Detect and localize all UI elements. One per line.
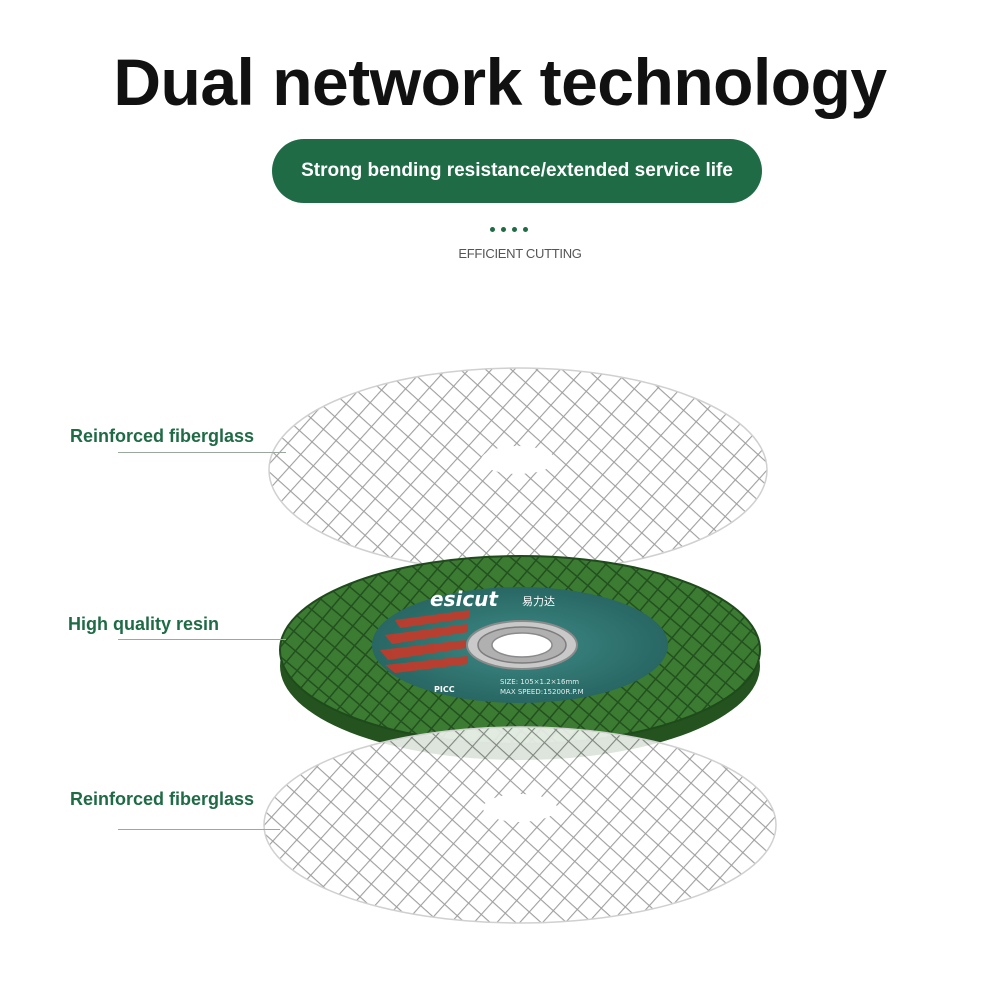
label-resin: High quality resin [68,614,220,634]
resin-disc-layer: esicut 易力达 SIZE: 105×1.2×16mm MAX SPEED:… [279,555,761,760]
label-bottom-fiberglass: Reinforced fiberglass [70,789,255,809]
dot [512,227,517,232]
label-top-fiberglass: Reinforced fiberglass [70,426,255,446]
bottom-fiberglass-layer [263,726,777,924]
leader-line-bottom [118,829,280,830]
center-hole [491,632,553,658]
feature-banner: Strong bending resistance/extended servi… [272,139,762,203]
decorative-dots [490,227,528,232]
disc-speed-text: MAX SPEED:15200R.P.M [500,688,584,696]
flame-graphic [380,610,470,673]
top-fiberglass-layer [268,367,768,573]
feature-banner-text: Strong bending resistance/extended servi… [301,160,733,181]
disc-brand-cn: 易力达 [522,595,555,608]
headline: Dual network technology [113,45,887,119]
leader-line-middle [118,639,286,640]
leader-line-top [118,452,286,453]
disc-mark: PICC [434,685,455,694]
dot [501,227,506,232]
disc-size-text: SIZE: 105×1.2×16mm [500,678,579,686]
dot [490,227,495,232]
disc-brand-name: esicut [430,587,499,611]
sub-caption: EFFICIENT CUTTING [458,246,582,261]
dot [523,227,528,232]
